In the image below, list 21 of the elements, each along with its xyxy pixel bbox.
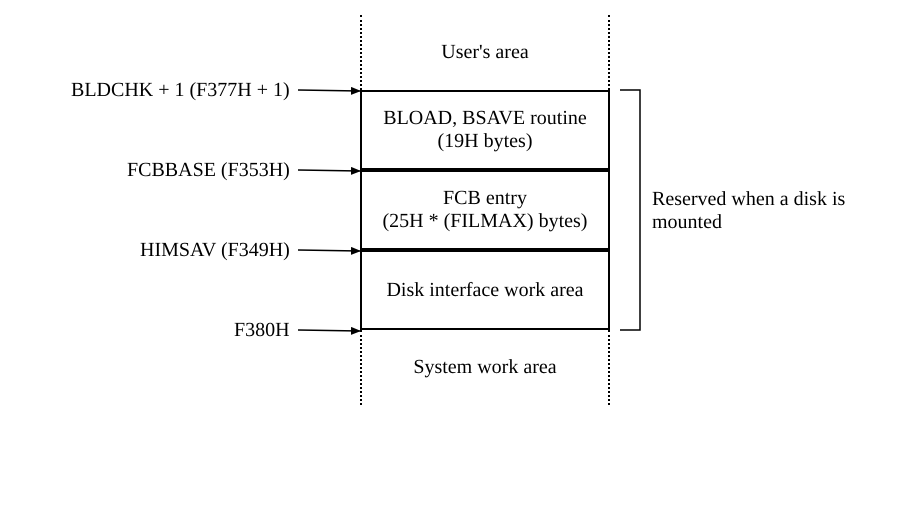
memory-region bbox=[360, 250, 610, 330]
region-label: Disk interface work area bbox=[385, 278, 585, 302]
address-label: F380H bbox=[234, 318, 290, 342]
region-label: User's area bbox=[440, 41, 530, 64]
region-label: (19H bytes) bbox=[436, 130, 534, 153]
region-label: (25H * (FILMAX) bytes) bbox=[382, 210, 588, 233]
arrow bbox=[298, 246, 361, 255]
address-label: FCBBASE (F353H) bbox=[127, 158, 290, 182]
arrow bbox=[298, 166, 361, 175]
address-label: HIMSAV (F349H) bbox=[140, 238, 290, 262]
memory-region bbox=[360, 15, 610, 90]
arrow bbox=[298, 326, 361, 335]
memory-region bbox=[360, 90, 610, 170]
region-label: BLOAD, BSAVE routine bbox=[382, 107, 588, 130]
address-label: BLDCHK + 1 (F377H + 1) bbox=[71, 78, 290, 102]
region-label: FCB entry bbox=[442, 187, 528, 210]
memory-region bbox=[360, 330, 610, 405]
arrow bbox=[298, 86, 361, 95]
region-label: System work area bbox=[412, 356, 558, 379]
memory-region bbox=[360, 170, 610, 250]
note-text: Reserved when a disk is mounted bbox=[652, 188, 846, 234]
